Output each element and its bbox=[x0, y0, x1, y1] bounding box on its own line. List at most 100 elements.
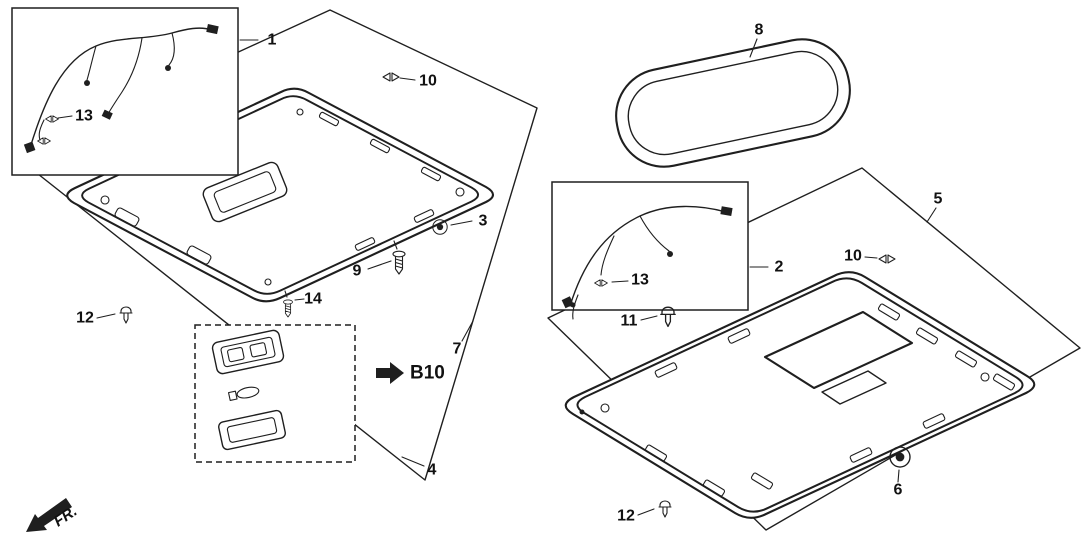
connector-blob bbox=[84, 80, 90, 86]
screw-icon-14 bbox=[283, 299, 293, 318]
panel-right-inner-outline bbox=[576, 277, 1024, 513]
fr-arrow-icon bbox=[26, 498, 72, 532]
panel-slot bbox=[369, 138, 391, 154]
leader-line-8 bbox=[749, 38, 758, 58]
visor-mount-slot bbox=[186, 245, 212, 265]
lamp-bulb bbox=[227, 386, 260, 401]
panel-hole bbox=[296, 108, 304, 116]
callout-12-right: 12 bbox=[617, 508, 635, 525]
panel-clip-dot bbox=[579, 409, 585, 415]
panel-hole bbox=[600, 403, 610, 413]
panel-slot bbox=[877, 303, 901, 321]
panel-slot bbox=[654, 362, 678, 378]
lamp-detail-box bbox=[194, 324, 356, 463]
lamp-switch bbox=[227, 346, 245, 363]
panel-slot bbox=[849, 447, 873, 463]
panel-hole bbox=[264, 278, 272, 286]
wire-branch bbox=[572, 294, 579, 320]
leader-line-6 bbox=[897, 469, 900, 483]
panel-slot bbox=[413, 209, 435, 223]
sunroof-opening bbox=[763, 310, 914, 390]
wire-branch bbox=[168, 32, 175, 66]
lamp-detail-box-frame bbox=[194, 324, 356, 463]
right-arrow-icon bbox=[376, 362, 404, 384]
connector-blob bbox=[23, 141, 36, 154]
pin-clip-icon-12-left bbox=[119, 306, 133, 324]
panel-slot bbox=[318, 111, 340, 127]
callout-8: 8 bbox=[755, 22, 764, 39]
connector-blob bbox=[165, 65, 171, 71]
callout-13-left: 13 bbox=[75, 108, 93, 125]
panel-slot bbox=[922, 413, 946, 429]
b10-reference: B10 bbox=[376, 362, 445, 384]
callout-1: 1 bbox=[268, 32, 277, 49]
panel-slot bbox=[420, 166, 442, 182]
leader-line-9 bbox=[367, 260, 392, 270]
visor-mount-slot bbox=[114, 207, 140, 227]
panel-slot bbox=[702, 479, 726, 497]
callout-10-right: 10 bbox=[844, 248, 862, 265]
panel-slot bbox=[750, 472, 774, 490]
callout-5: 5 bbox=[934, 191, 943, 208]
wire-branch bbox=[86, 45, 97, 81]
leader-line-10-right bbox=[864, 256, 878, 259]
lamp-housing-inner bbox=[220, 336, 276, 368]
leader-lines bbox=[57, 38, 937, 516]
harness-detail-box-2 bbox=[551, 181, 749, 320]
lamp-lens bbox=[218, 409, 286, 451]
wire-branch bbox=[107, 37, 143, 115]
roof-clip-icon-10-right bbox=[878, 254, 896, 264]
callout-3: 3 bbox=[479, 213, 488, 230]
lamp-housing bbox=[211, 329, 285, 375]
screw-stub-line bbox=[284, 290, 288, 298]
leader-line-11 bbox=[640, 315, 658, 321]
callout-4: 4 bbox=[428, 462, 437, 479]
panel-hole bbox=[100, 195, 110, 205]
leader-line-13-right bbox=[611, 280, 629, 283]
panel-slot bbox=[992, 373, 1016, 391]
leader-line-12-left bbox=[96, 313, 116, 319]
wire-harness-1 bbox=[29, 27, 213, 149]
screw-stub-line bbox=[393, 240, 398, 250]
panel-slot bbox=[727, 328, 751, 344]
connector-blob bbox=[101, 109, 113, 120]
sunroof-switch-opening bbox=[821, 370, 887, 405]
leader-line-12-right bbox=[637, 508, 655, 516]
callout-6: 6 bbox=[894, 482, 903, 499]
panel-slot bbox=[644, 444, 668, 462]
callout-2: 2 bbox=[775, 259, 784, 276]
leader-line-13-left bbox=[57, 115, 73, 119]
callout-11: 11 bbox=[621, 313, 638, 330]
wire-branch bbox=[639, 215, 670, 252]
seal-outer-outline bbox=[615, 38, 851, 168]
leader-line-7 bbox=[461, 320, 474, 342]
connector-blob bbox=[720, 206, 733, 216]
screw-icon-9 bbox=[392, 250, 406, 275]
panel-slot bbox=[915, 327, 939, 345]
detail-box-1-frame bbox=[11, 7, 239, 176]
connector-blob bbox=[570, 302, 576, 308]
console-inner bbox=[213, 171, 277, 213]
right-roof-lining-panel bbox=[564, 271, 1036, 519]
callout-7: 7 bbox=[453, 341, 462, 358]
bulb-base bbox=[227, 390, 238, 401]
wire-branch bbox=[600, 235, 615, 276]
leader-line-10-left bbox=[399, 77, 416, 81]
sunroof-seal bbox=[615, 38, 851, 168]
leader-line-5 bbox=[926, 207, 937, 223]
lamp-lens-inner bbox=[226, 417, 278, 443]
seal-inner-outline bbox=[627, 50, 839, 156]
harness-detail-box-1 bbox=[11, 7, 239, 176]
leader-line-4 bbox=[401, 456, 425, 467]
lamp-housing-outer bbox=[211, 329, 285, 375]
callout-12-left: 12 bbox=[76, 310, 94, 327]
lamp-lens-outer bbox=[218, 409, 286, 451]
lamp-switch bbox=[249, 342, 268, 358]
pin-clip-icon-12-right bbox=[658, 500, 672, 518]
panel-hole bbox=[980, 372, 990, 382]
detail-box-2-frame bbox=[551, 181, 749, 311]
leader-line-3 bbox=[450, 220, 473, 226]
panel-right-holes bbox=[579, 372, 990, 415]
